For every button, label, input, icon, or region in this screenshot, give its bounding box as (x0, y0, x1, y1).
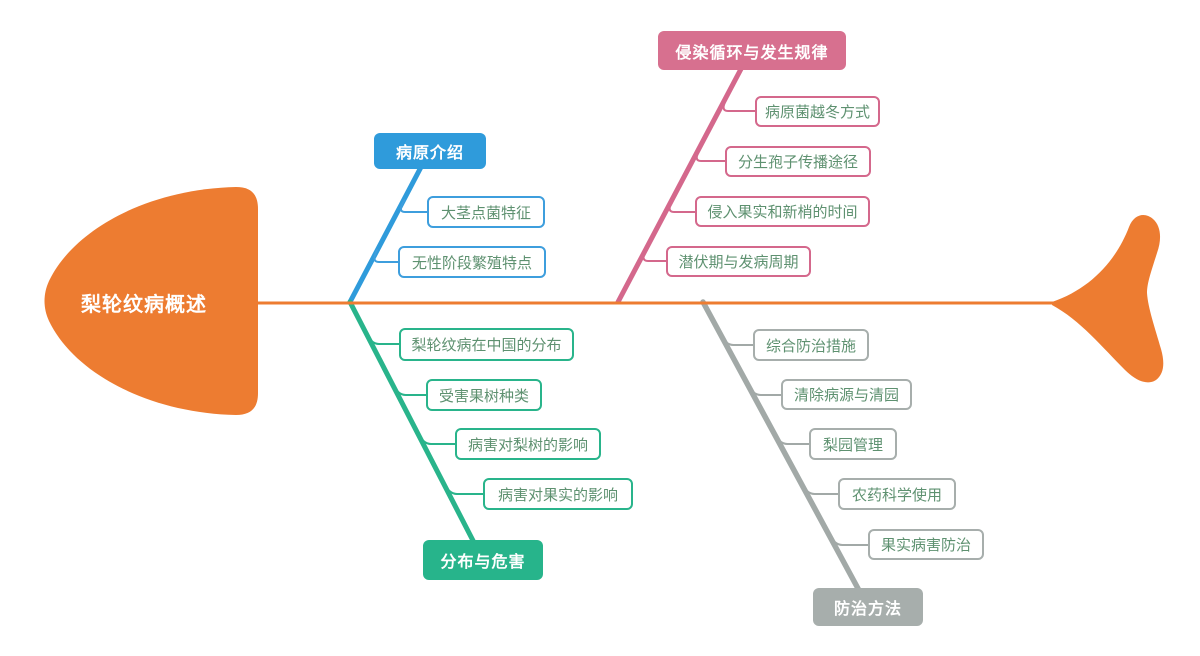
item-control-2[interactable]: 清除病源与清园 (781, 379, 912, 410)
branch-line-infection-cycle (615, 47, 754, 305)
item-pathogen-2[interactable]: 无性阶段繁殖特点 (398, 246, 546, 278)
item-control-4[interactable]: 农药科学使用 (838, 478, 956, 510)
branch-line-pathogen (347, 147, 433, 305)
connectors-pathogen (373, 199, 428, 263)
branch-label-control[interactable]: 防治方法 (813, 588, 923, 626)
item-infection-1[interactable]: 病原菌越冬方式 (755, 96, 880, 127)
fish-tail-shape (1052, 215, 1164, 383)
branch-label-pathogen[interactable]: 病原介绍 (374, 133, 486, 169)
item-control-3[interactable]: 梨园管理 (809, 428, 897, 460)
connectors-distribution (364, 331, 484, 495)
branch-line-control (700, 299, 871, 610)
connectors-infection-cycle (642, 98, 756, 262)
item-distribution-1[interactable]: 梨轮纹病在中国的分布 (399, 328, 574, 361)
item-distribution-4[interactable]: 病害对果实的影响 (483, 478, 633, 510)
fish-head-shape[interactable] (44, 187, 259, 415)
item-infection-4[interactable]: 潜伏期与发病周期 (666, 246, 811, 277)
item-infection-2[interactable]: 分生孢子传播途径 (725, 146, 871, 177)
connectors-control (717, 332, 869, 546)
branch-label-infection-cycle[interactable]: 侵染循环与发生规律 (658, 31, 846, 70)
item-distribution-3[interactable]: 病害对梨树的影响 (455, 428, 601, 460)
item-infection-3[interactable]: 侵入果实和新梢的时间 (695, 196, 870, 227)
item-control-1[interactable]: 综合防治措施 (753, 329, 869, 361)
branch-line-distribution (347, 299, 486, 563)
item-control-5[interactable]: 果实病害防治 (868, 529, 984, 560)
item-distribution-2[interactable]: 受害果树种类 (426, 379, 542, 411)
item-pathogen-1[interactable]: 大茎点菌特征 (427, 196, 545, 228)
branch-label-distribution[interactable]: 分布与危害 (423, 540, 543, 580)
diagram-title[interactable]: 梨轮纹病概述 (81, 293, 207, 316)
